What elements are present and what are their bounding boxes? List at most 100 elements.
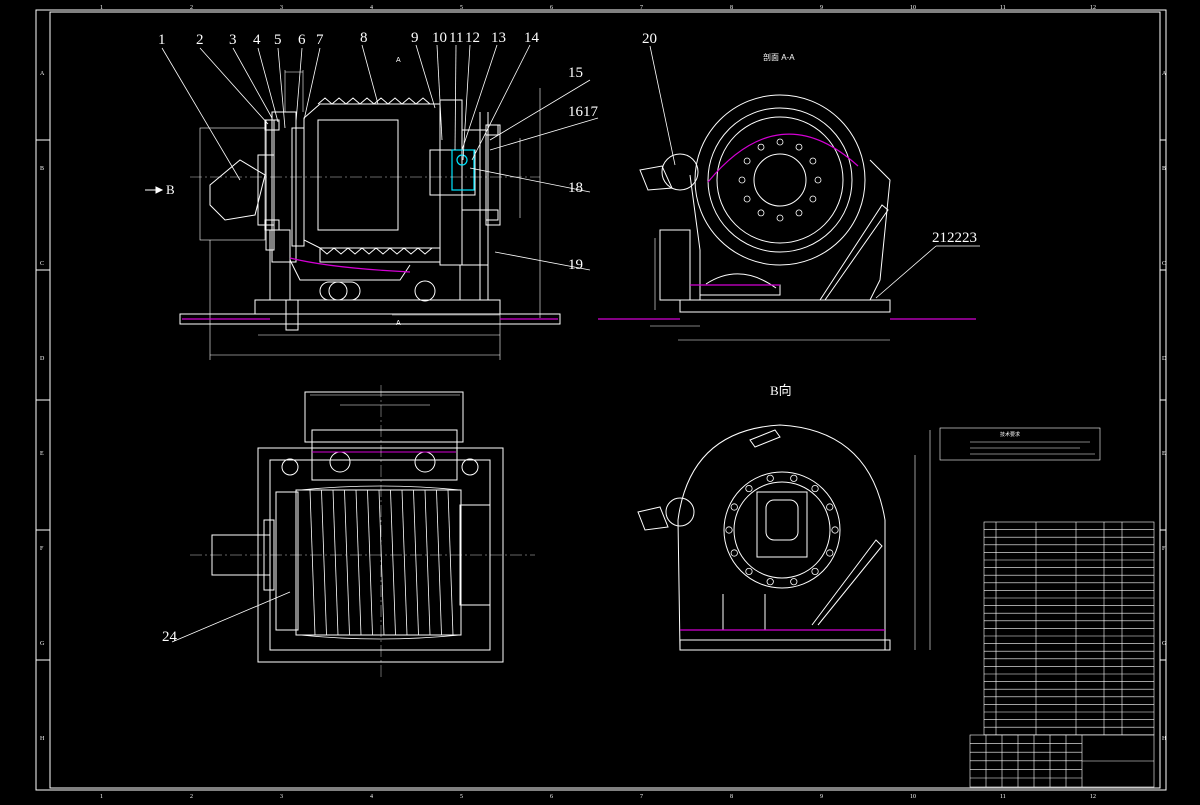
bolt-hole xyxy=(814,176,822,184)
rope-groove xyxy=(355,489,362,636)
bolt-hole xyxy=(738,176,746,184)
drum-edge xyxy=(299,634,461,640)
part-label: 3 xyxy=(229,32,237,48)
rope-groove xyxy=(321,489,327,636)
rope-groove xyxy=(401,489,408,636)
part-label: 10 xyxy=(432,30,447,46)
border-column-number: 3 xyxy=(280,794,283,800)
border-column-number: 7 xyxy=(640,794,643,800)
rope-groove xyxy=(332,489,339,636)
bolt-hole xyxy=(811,567,819,576)
part-label: 12 xyxy=(465,30,480,46)
border-column-number: 2 xyxy=(190,5,193,11)
part-label: 7 xyxy=(316,32,324,48)
bolt-hole xyxy=(811,484,819,493)
part-label: 5 xyxy=(274,32,282,48)
part-number-labels: 1 2 3 4 5 6 7 8 9 10 11 12 13 14 15 1617… xyxy=(158,30,977,645)
bolt-hole xyxy=(743,195,751,203)
b-direction-view xyxy=(637,424,931,651)
bolt-hole xyxy=(795,143,803,151)
border-column-number: 7 xyxy=(640,5,643,11)
side-section-view xyxy=(639,94,891,341)
border-row-letter: F xyxy=(40,546,44,552)
bolt-hole xyxy=(730,503,738,511)
part-label: 24 xyxy=(162,629,178,645)
part-label: 4 xyxy=(253,32,261,48)
border-column-number: 12 xyxy=(1090,794,1096,800)
part-label: 212223 xyxy=(932,230,977,246)
border-column-number: 11 xyxy=(1000,5,1006,11)
drawing-frame xyxy=(35,9,1167,791)
section-mark-top: A xyxy=(396,57,401,64)
b-view-bolt-circle xyxy=(725,474,839,586)
front-view-accents xyxy=(182,149,558,320)
border-column-number: 5 xyxy=(460,794,463,800)
bolt-hole xyxy=(757,143,765,151)
border-row-letter: E xyxy=(40,451,44,457)
border-column-number: 1 xyxy=(100,5,103,11)
side-view-accents xyxy=(598,133,976,320)
border-column-number: 4 xyxy=(370,5,373,11)
border-column-number: 6 xyxy=(550,5,553,11)
rope-groove xyxy=(367,489,373,636)
border-column-number: 8 xyxy=(730,5,733,11)
bolt-hole xyxy=(725,526,733,534)
part-label: 15 xyxy=(568,65,583,81)
bolt-hole xyxy=(809,195,817,203)
section-mark-bottom: A xyxy=(396,320,401,327)
drum-edge xyxy=(299,485,461,491)
border-column-number: 11 xyxy=(1000,794,1006,800)
rope-groove xyxy=(424,489,431,636)
border-row-letter: G xyxy=(40,641,45,647)
bolt-hole xyxy=(745,567,753,576)
part-label: 8 xyxy=(360,30,368,46)
rope-groove xyxy=(309,489,316,636)
bolt-hole xyxy=(795,209,803,217)
side-view-bolt-circle xyxy=(738,138,822,222)
bolt-hole xyxy=(826,503,834,511)
part-label: 19 xyxy=(568,257,583,273)
border-row-letter: B xyxy=(1162,166,1166,172)
border-row-letter: C xyxy=(40,261,44,267)
border-column-number: 1 xyxy=(100,794,103,800)
technical-requirements xyxy=(939,427,1101,461)
border-row-letter: B xyxy=(40,166,44,172)
bolt-hole xyxy=(826,549,834,557)
bolt-hole xyxy=(790,474,798,482)
rope-groove xyxy=(344,489,350,636)
border-column-number: 9 xyxy=(820,794,823,800)
border-row-letter: C xyxy=(1162,261,1166,267)
border-column-number: 12 xyxy=(1090,5,1096,11)
border-column-number: 8 xyxy=(730,794,733,800)
front-section-view xyxy=(179,70,561,360)
drum-rope-grooves xyxy=(299,485,461,640)
border-column-number: 6 xyxy=(550,794,553,800)
rope-groove xyxy=(436,489,442,636)
b-direction-arrow-label: B xyxy=(166,182,175,197)
border-row-letter: D xyxy=(1162,356,1167,362)
border-column-number: 10 xyxy=(910,5,916,11)
bolt-hole xyxy=(776,214,784,222)
border-column-number: 4 xyxy=(370,794,373,800)
bolt-hole xyxy=(743,157,751,165)
border-row-letter: D xyxy=(40,356,45,362)
b-view-title: B向 xyxy=(770,383,792,398)
bolt-hole xyxy=(757,209,765,217)
top-view-accents xyxy=(190,385,535,680)
rope-groove xyxy=(378,489,385,636)
top-view-leaders xyxy=(171,591,291,643)
part-label: 18 xyxy=(568,180,583,196)
border-row-letter: F xyxy=(1162,546,1166,552)
parts-list-table xyxy=(969,521,1155,788)
part-label: 14 xyxy=(524,30,540,46)
b-direction-arrow xyxy=(145,186,164,194)
section-view-title: 剖面 A-A xyxy=(763,52,795,62)
border-row-letter: H xyxy=(1162,736,1167,742)
part-label: 1617 xyxy=(568,104,599,120)
rope-groove xyxy=(413,489,419,636)
bolt-hole xyxy=(831,526,839,534)
